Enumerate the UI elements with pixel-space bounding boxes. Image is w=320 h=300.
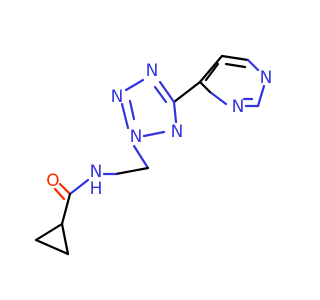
bond-cyclopropyl-1 — [60, 222, 70, 256]
bond-nh-carbonyl — [68, 178, 90, 196]
bond-cyclopropyl-3 — [34, 238, 70, 256]
bond-cyclopropyl-2 — [34, 222, 64, 242]
atom-h-amide: H — [90, 179, 103, 199]
atom-o-carbonyl: O — [46, 171, 59, 191]
atom-n-tetrazole-bottom: N — [130, 127, 143, 147]
bond-pyr-c5-c6-inner — [224, 62, 247, 69]
bond-tz-c5-n4-inner — [153, 85, 168, 104]
bond-tz-n1-c5 — [172, 100, 178, 124]
atom-n-tetrazole-top: N — [146, 61, 159, 81]
atom-n-pyrimidine-bottom: N — [232, 97, 245, 117]
bond-pyr-c4-n3-outer — [198, 80, 212, 94]
bond-tz-n3-n2 — [120, 102, 130, 130]
bond-pyr-n3-c4 — [208, 90, 228, 106]
atom-n-tetrazole-left: N — [111, 87, 124, 107]
bond-ch2-ch2 — [114, 166, 150, 176]
chemical-structure-diagram: N N N N N N O N H — [34, 54, 273, 256]
bond-tz-c5-n4 — [158, 80, 176, 104]
bond-pyr-tetrazole — [172, 80, 202, 104]
bond-pyr-c5-c6 — [220, 54, 250, 62]
bond-tz-n4-n3 — [124, 78, 145, 92]
bond-tz-n3-n2-inner — [128, 99, 136, 121]
bond-pyr-c4-inner — [204, 62, 220, 82]
bond-carbonyl-cyclopropyl — [60, 192, 72, 226]
bond-pyr-c6-n1 — [246, 58, 260, 72]
atom-n-tetrazole-right: N — [171, 122, 184, 142]
bond-tz-n2-n1 — [142, 130, 166, 138]
atom-n-pyrimidine-top: N — [260, 68, 273, 88]
bond-carbonyl-double-2 — [53, 187, 66, 201]
atom-n-amide: N — [90, 162, 103, 182]
bond-pyr-n1-c2 — [256, 84, 266, 108]
bond-n2-ch2 — [132, 144, 150, 170]
bond-pyr-c4-c5 — [198, 54, 224, 84]
bond-carbonyl-double-1 — [58, 182, 72, 196]
